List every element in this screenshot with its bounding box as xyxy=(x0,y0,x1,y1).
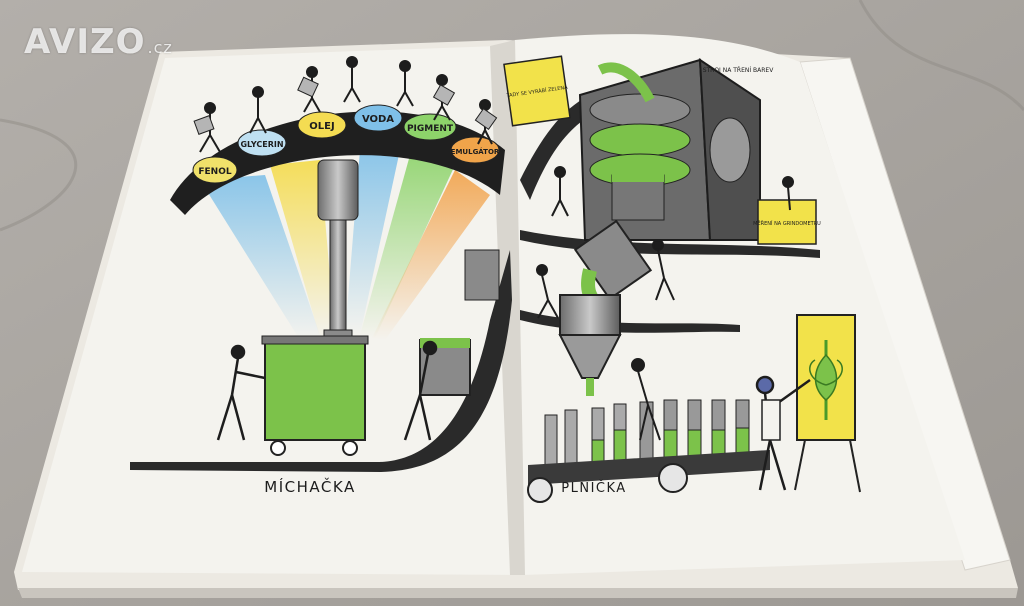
bubble-fenol xyxy=(192,156,238,184)
sign-board-top xyxy=(503,55,571,127)
workers-right xyxy=(536,166,794,441)
caption-plnicka: PLNIČKA xyxy=(561,480,626,496)
site-watermark: AVIZO.cz xyxy=(24,22,173,62)
label-olej: OLEJ xyxy=(309,121,334,132)
mixing-tank xyxy=(261,335,369,456)
filling-conveyor xyxy=(527,450,770,503)
right-illustration xyxy=(503,55,861,503)
left-illustration xyxy=(130,56,512,472)
bubble-glycerin xyxy=(237,129,287,157)
caption-michacka: MÍCHAČKA xyxy=(264,477,355,496)
label-voda: VODA xyxy=(362,114,394,125)
label-fenol: FENOL xyxy=(198,167,231,177)
watermark-brand: AVIZO xyxy=(24,22,146,62)
easel-painting xyxy=(794,314,861,493)
machine-label: STROJ NA TŘENÍ BAREV xyxy=(703,66,775,74)
grinding-machine xyxy=(578,58,761,241)
painter-figure xyxy=(755,375,811,491)
bubble-pigment xyxy=(403,113,457,141)
grindometer-station xyxy=(757,199,817,245)
label-pigment: PIGMENT xyxy=(407,124,454,134)
workers-near-tank xyxy=(216,340,438,441)
watermark-tld: .cz xyxy=(147,38,173,57)
label-emulgator: EMULGÁTOR xyxy=(451,147,500,156)
transport-cart xyxy=(419,249,500,396)
left-page xyxy=(22,46,520,575)
workers-on-arc xyxy=(199,56,493,153)
paint-tubes xyxy=(544,399,750,466)
filling-hopper xyxy=(558,294,622,396)
label-glycerin: GLYCERIN xyxy=(240,140,283,149)
measure-label: MĚŘENÍ NA GRINDOMETRU xyxy=(753,219,821,227)
bubble-voda xyxy=(353,104,403,132)
bubble-emulgator xyxy=(450,136,500,164)
bubble-olej xyxy=(297,111,347,139)
